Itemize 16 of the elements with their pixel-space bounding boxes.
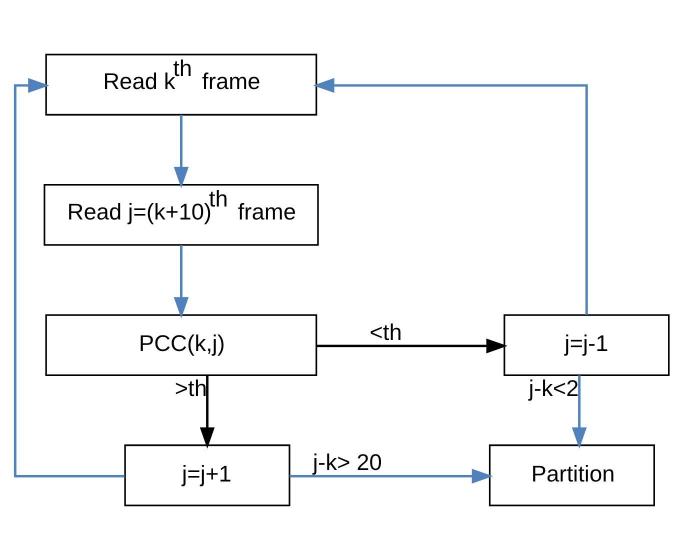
edge-label: j-k> 20 [312,448,382,474]
arrow [572,374,587,448]
arrow [200,374,215,448]
node-box: Partition [488,444,655,506]
edge-label: <th [370,318,402,344]
node-box: j=j+1 [124,444,290,506]
arrow [316,338,508,353]
arrow [313,78,588,314]
arrow [174,114,189,188]
node-box: j=j-1 [504,314,670,376]
edge-label: j-k<2 [528,374,579,400]
node-box: PCC(k,j) [45,314,318,376]
edge-label: >th [174,374,208,400]
arrow [290,468,494,484]
arrow [174,244,189,318]
arrow [14,78,125,477]
